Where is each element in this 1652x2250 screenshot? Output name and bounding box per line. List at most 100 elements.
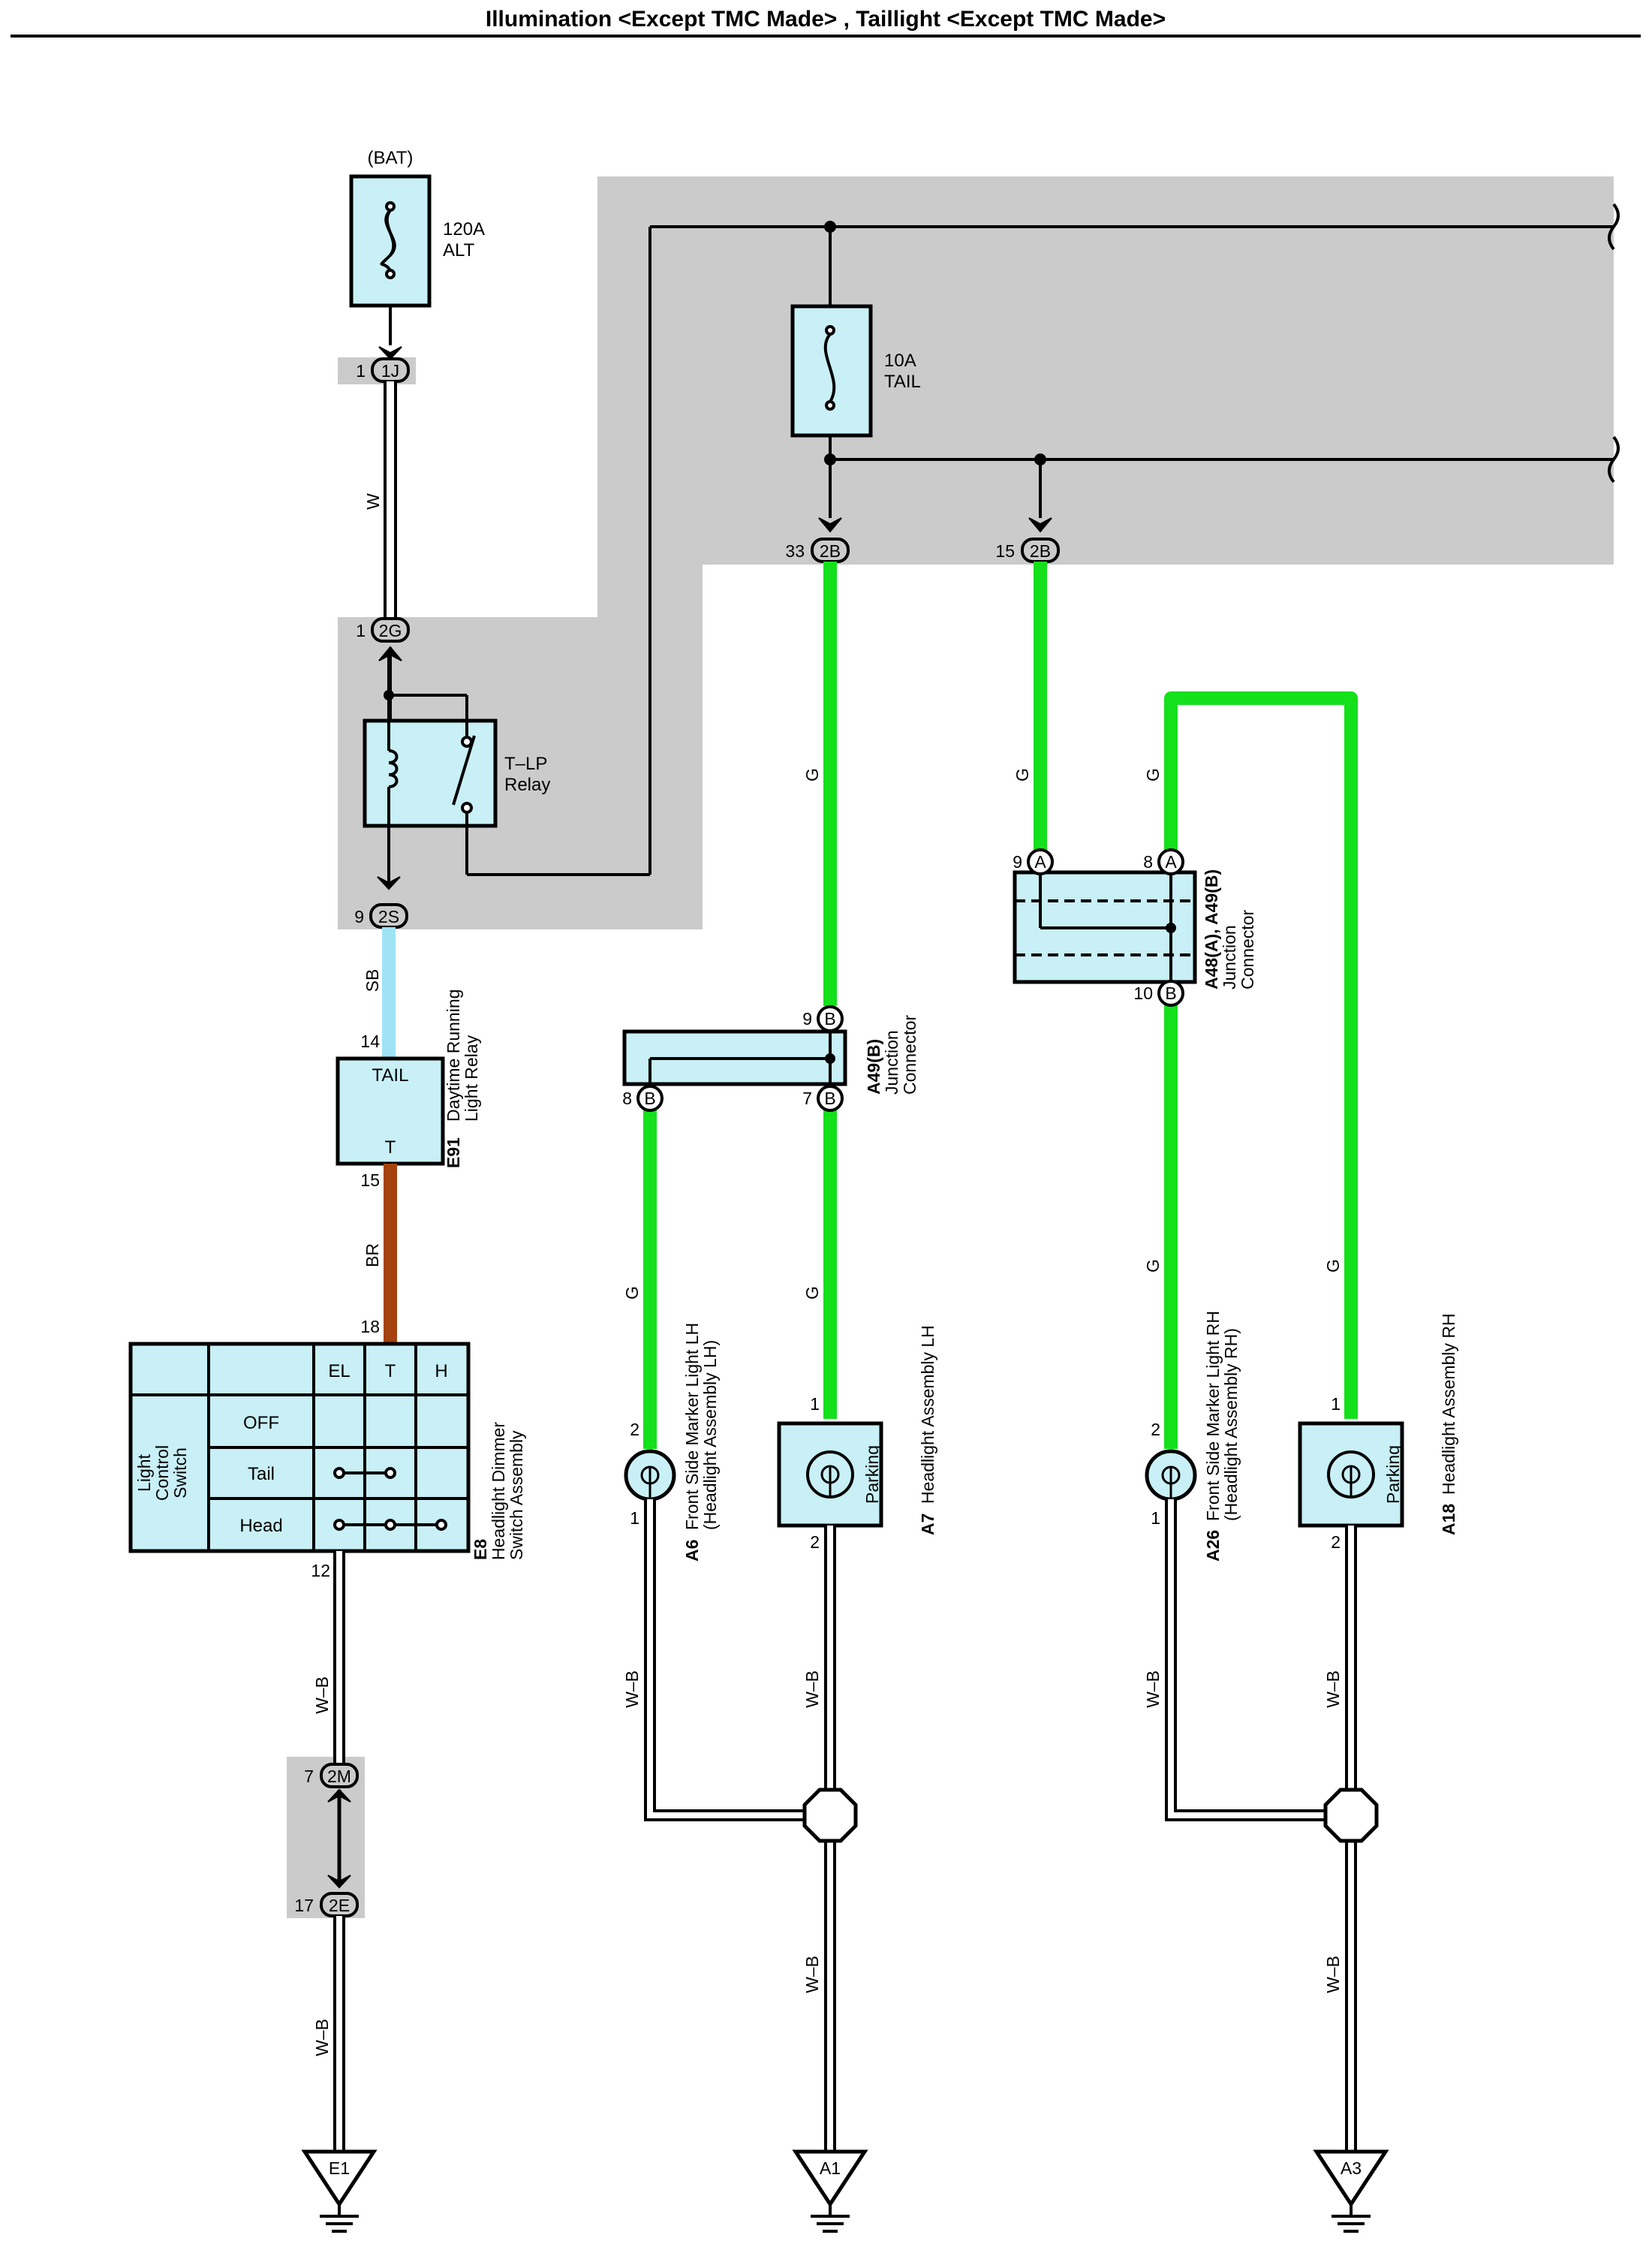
switch-name-2: Switch Assembly — [507, 1430, 526, 1560]
a26-code: A26 — [1203, 1530, 1223, 1562]
splice-dot — [825, 1053, 835, 1064]
ground-splice — [802, 1788, 858, 1843]
wire-color-label: W — [363, 493, 383, 510]
connector-1j: 1J 1 — [356, 357, 410, 383]
connector-2b-15: 2B 15 — [995, 538, 1060, 563]
wire-color-label: W–B — [1143, 1670, 1163, 1708]
a49-name-2: Connector — [900, 1015, 919, 1095]
relay-label-1: T–LP — [504, 754, 547, 774]
wire-color-label: G — [1013, 768, 1032, 782]
a26-name-1: Front Side Marker Light RH — [1203, 1311, 1223, 1521]
pin-number: 7 — [802, 1089, 812, 1108]
drl-code: E91 — [444, 1137, 463, 1168]
pin-number: 12 — [311, 1561, 330, 1580]
junction-pin: A 9 — [1013, 848, 1054, 875]
pin-number: 33 — [785, 541, 805, 561]
connector-id: 2S — [378, 907, 399, 926]
switch-row-tail: Tail — [248, 1464, 275, 1484]
drl-term-top: TAIL — [372, 1065, 409, 1086]
connector-id: B — [1165, 983, 1176, 1003]
pin-number: 14 — [360, 1032, 380, 1051]
wire-color-label: SB — [363, 969, 382, 992]
relay-switch-icon — [452, 721, 476, 826]
wire-color-label: W–B — [802, 1956, 822, 1993]
pin-number: 15 — [360, 1170, 380, 1190]
pin-number: 7 — [304, 1767, 314, 1786]
bulb-icon — [1327, 1450, 1375, 1498]
pin-number: 9 — [802, 1009, 812, 1029]
connector-id: B — [824, 1009, 835, 1029]
pin-number: 15 — [995, 541, 1015, 561]
connector-2b-33: 2B 33 — [785, 538, 850, 563]
splice-dot — [824, 221, 836, 233]
splice-dot — [1034, 453, 1046, 465]
wire-continuation-mark — [1608, 435, 1620, 483]
wire-color-label: G — [802, 768, 822, 782]
diagram-title: Illumination <Except TMC Made> , Taillig… — [486, 7, 1166, 32]
a7-code: A7 — [918, 1514, 937, 1535]
switch-col-h: H — [435, 1361, 447, 1381]
connector-id: 2B — [820, 541, 841, 561]
pin-number: 9 — [1013, 852, 1022, 872]
junction-pin: B 7 — [802, 1085, 844, 1112]
connector-id: 2E — [329, 1896, 350, 1915]
wire-color-label: G — [622, 1286, 642, 1300]
a6-name-1: Front Side Marker Light LH — [682, 1323, 702, 1530]
connector-id: 2M — [327, 1767, 351, 1786]
junction-block-shade — [338, 176, 1614, 929]
connector-arrow — [377, 876, 401, 890]
pin-number: 1 — [810, 1394, 820, 1414]
junction-pin: B 9 — [802, 1005, 844, 1032]
connector-id: 1J — [381, 361, 399, 381]
a18-name-1: Headlight Assembly RH — [1439, 1313, 1458, 1495]
relay-label-2: Relay — [504, 775, 550, 795]
wire-continuation-mark — [1608, 203, 1620, 251]
connector-id: B — [824, 1089, 835, 1108]
wire-wb — [1165, 1499, 1357, 2153]
wire-g — [643, 562, 1358, 1449]
pin-number: 18 — [360, 1317, 380, 1336]
switch-col-el: EL — [328, 1361, 350, 1381]
wire-color-label: G — [1143, 1259, 1163, 1273]
pin-number: 2 — [1331, 1532, 1341, 1552]
pin-number: 1 — [1151, 1508, 1160, 1528]
internal-wiring — [387, 225, 1614, 876]
ground-splice — [1323, 1788, 1379, 1843]
ground-a1: A1 — [792, 2149, 868, 2233]
pin-number: 10 — [1133, 983, 1153, 1003]
switch-col-t: T — [385, 1361, 396, 1381]
a48-name-1: Junction — [1220, 925, 1239, 989]
switch-side-label-3: Switch — [170, 1447, 190, 1498]
connector-2e: 2E 17 — [294, 1892, 359, 1917]
wire-color-label: G — [1143, 768, 1163, 782]
pin-number: 9 — [354, 907, 364, 926]
pin-number: 1 — [356, 361, 366, 381]
ground-e1: E1 — [301, 2149, 378, 2233]
connector-2m: 2M 7 — [304, 1763, 359, 1788]
ground-label: E1 — [329, 2158, 350, 2178]
ground-label: A1 — [820, 2158, 841, 2178]
pin-number: 8 — [622, 1089, 632, 1108]
connector-arrow — [378, 346, 402, 360]
wire-color-label: W–B — [1323, 1956, 1343, 1993]
pin-number: 2 — [630, 1420, 639, 1439]
connector-id: A — [1165, 852, 1177, 872]
pin-number: 1 — [356, 621, 366, 640]
switch-name-1: Headlight Dimmer — [489, 1422, 508, 1560]
fuse-tail-name: TAIL — [884, 372, 921, 392]
wire-color-label: W–B — [312, 1676, 332, 1714]
a7-inner-label: Parking — [862, 1445, 882, 1504]
connector-arrow — [818, 517, 842, 533]
fusible-link-icon — [380, 201, 396, 279]
wire-color-label: G — [802, 1286, 822, 1300]
pin-number: 1 — [1331, 1394, 1341, 1414]
a26-name-2: (Headlight Assembly RH) — [1221, 1328, 1241, 1521]
connector-arrow — [327, 1875, 351, 1889]
wire-color-label: BR — [363, 1243, 382, 1267]
a6-name-2: (Headlight Assembly LH) — [700, 1340, 720, 1530]
switch-row-off: OFF — [243, 1413, 279, 1433]
switch-code: E8 — [471, 1539, 490, 1560]
fuse-alt-amps: 120A — [443, 219, 485, 239]
connector-id: A — [1034, 852, 1046, 872]
